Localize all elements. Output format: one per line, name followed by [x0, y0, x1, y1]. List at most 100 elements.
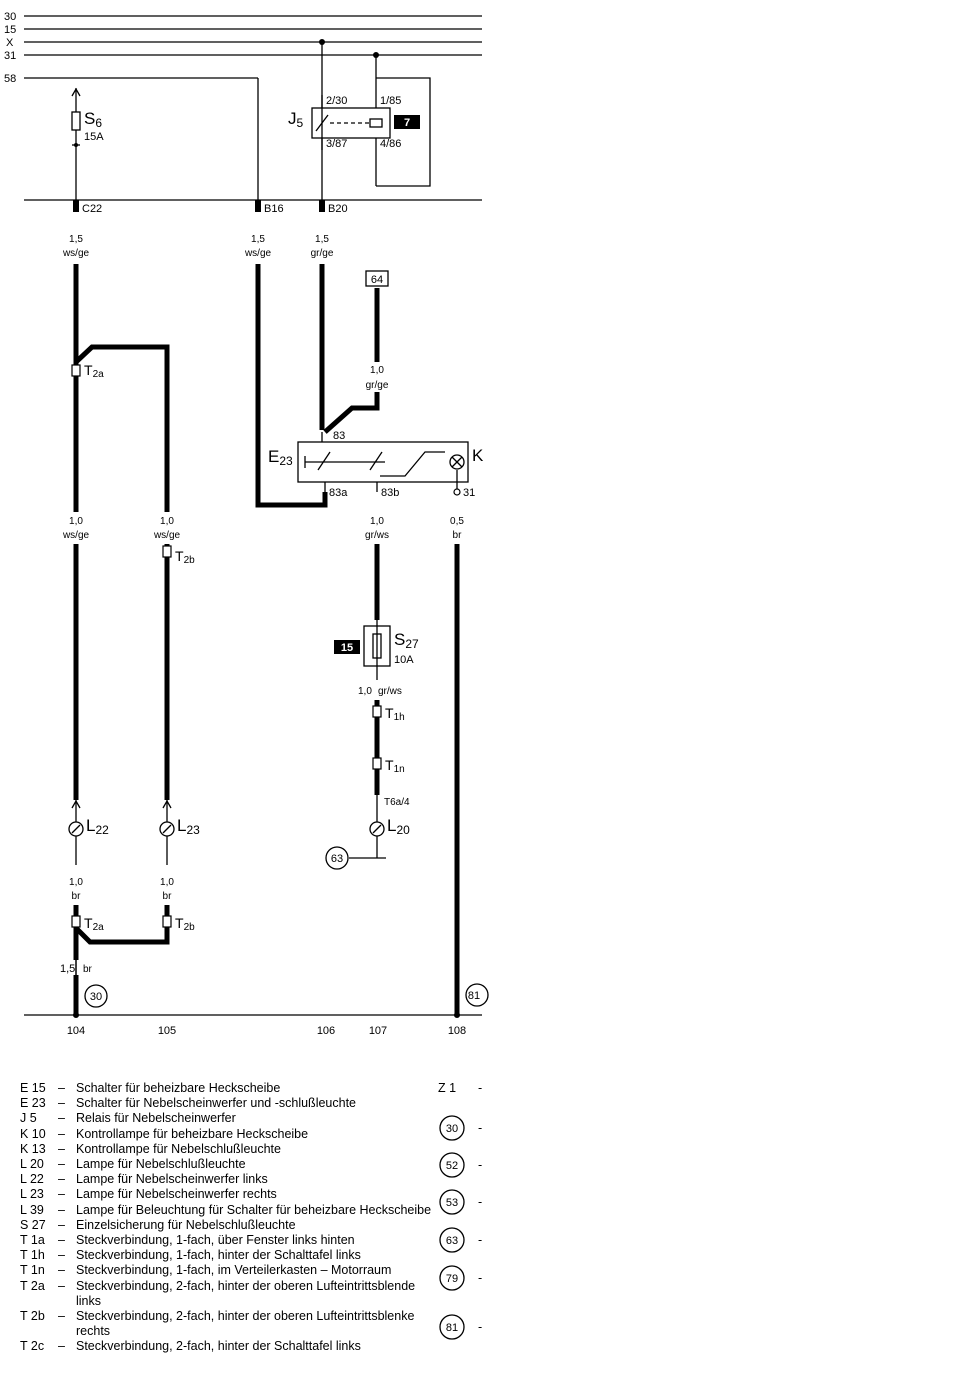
legend-code: T 2a [20, 1278, 45, 1293]
legend-right-column: Z 1 - 30 52 53 63 79 81 - - - - - - [438, 1081, 482, 1340]
connector-t2b-top: T2b [175, 548, 195, 566]
legend-dash: - [478, 1320, 482, 1334]
legend-code: K 10 [20, 1126, 46, 1141]
legend-row: L 22–Lampe für Nebelscheinwerfer links [20, 1172, 440, 1187]
legend-row: T 1a–Steckverbindung, 1-fach, über Fenst… [20, 1233, 440, 1248]
legend-dash: – [58, 1233, 65, 1248]
legend-code: E 23 [20, 1096, 46, 1111]
legend-description: Schalter für beheizbare Heckscheibe [76, 1081, 281, 1095]
track-number: 106 [317, 1025, 335, 1037]
switch-pin-83b: 83b [381, 487, 399, 499]
legend-dash: – [58, 1187, 65, 1202]
legend-description: Kontrollampe für Nebelschlußleuchte [76, 1141, 281, 1156]
wire-color: gr/ws [378, 686, 402, 697]
wire-size: 1,5 [69, 234, 83, 245]
legend-row: K 10–Kontrollampe für beheizbare Hecksch… [20, 1127, 440, 1142]
legend-description: Relais für Nebelscheinwerfer [76, 1111, 236, 1126]
legend-dash: - [478, 1233, 482, 1247]
legend-code: L 22 [20, 1172, 44, 1187]
component-legend: E 15–Schalter für beheizbare Heckscheibe… [20, 1081, 440, 1355]
legend-dash: – [58, 1141, 65, 1156]
legend-dash: – [58, 1339, 65, 1354]
legend-description: Lampe für Nebelschlußleuchte [76, 1157, 246, 1172]
legend-ref-63: 63 [446, 1235, 458, 1247]
legend-row: K 13–Kontrollampe für Nebelschlußleuchte [20, 1142, 440, 1157]
legend-dash: – [58, 1172, 65, 1187]
ground-ref-30 [84, 984, 108, 1008]
wire-color: ws/ge [244, 248, 272, 259]
lamp-l23-label: L23 [177, 816, 200, 837]
legend-dash: – [58, 1309, 65, 1324]
wire-color: gr/ws [365, 530, 389, 541]
relay-pin-1-85: 1/85 [380, 95, 401, 107]
switch-pin-83: 83 [333, 430, 345, 442]
legend-dash: – [58, 1111, 65, 1126]
legend-ref-79: 79 [446, 1273, 458, 1285]
legend-dash: – [58, 1263, 65, 1278]
wire-color: gr/ge [366, 380, 389, 391]
connector-t6a: T6a/4 [384, 797, 410, 808]
legend-dash: - [478, 1158, 482, 1172]
legend-dash: - [478, 1081, 482, 1095]
legend-code: S 27 [20, 1217, 46, 1232]
legend-code: E 15 [20, 1081, 46, 1095]
legend-row: S 27–Einzelsicherung für Nebelschlußleuc… [20, 1218, 440, 1233]
legend-code: T 2c [20, 1339, 45, 1354]
legend-row: J 5–Relais für Nebelscheinwerfer [20, 1111, 440, 1126]
legend-dash: – [58, 1202, 65, 1217]
wire-size: 0,5 [450, 516, 464, 527]
legend-dash: – [58, 1217, 65, 1232]
bus-label-x: X [6, 37, 14, 49]
ref-box-64-label: 64 [371, 274, 383, 286]
legend-row: E 15–Schalter für beheizbare Heckscheibe [20, 1081, 440, 1096]
wire-size: 1,0 [370, 365, 384, 376]
relay-ref-box [394, 115, 420, 129]
legend-ref-30: 30 [446, 1123, 458, 1135]
lamp-l20-label: L20 [387, 816, 410, 837]
switch-pin-83a: 83a [329, 487, 348, 499]
connector-t2a-bottom: T2a [84, 915, 104, 933]
legend-dash: – [58, 1126, 65, 1141]
wire-size: 1,5 [251, 234, 265, 245]
wire-color: gr/ge [311, 248, 334, 259]
legend-description: Steckverbindung, 1-fach, im Verteilerkas… [76, 1263, 392, 1278]
legend-description: Schalter für Nebelscheinwerfer und -schl… [76, 1096, 356, 1111]
connector-b16: B16 [264, 203, 284, 215]
legend-code: T 1n [20, 1263, 45, 1278]
legend-row: T 1n–Steckverbindung, 1-fach, im Verteil… [20, 1263, 440, 1278]
connector-t2a-top: T2a [84, 362, 104, 380]
connector-t1n: T1n [385, 757, 405, 775]
legend-dash: - [478, 1271, 482, 1285]
wire-color: br [453, 530, 463, 541]
legend-ref-52: 52 [446, 1160, 458, 1172]
legend-row: L 20–Lampe für Nebelschlußleuchte [20, 1157, 440, 1172]
legend-description: Steckverbindung, 2-fach, hinter der ober… [76, 1278, 416, 1308]
legend-row: T 2a–Steckverbindung, 2-fach, hinter der… [20, 1279, 440, 1309]
ground-ref-63 [325, 846, 349, 870]
bus-label-58: 58 [4, 73, 16, 85]
track-number: 108 [448, 1025, 466, 1037]
ground-ref-63-label: 63 [331, 853, 343, 865]
legend-ref-81: 81 [446, 1322, 458, 1334]
wire-size: 1,5 [60, 963, 75, 975]
wire-size: 1,0 [69, 877, 83, 888]
legend-dash: – [58, 1248, 65, 1263]
legend-row: L 39–Lampe für Beleuchtung für Schalter … [20, 1203, 440, 1218]
legend-description: Steckverbindung, 1-fach, hinter der Scha… [76, 1248, 361, 1263]
legend-dash: – [58, 1157, 65, 1172]
legend-dash: – [58, 1278, 65, 1293]
legend-row: T 2b–Steckverbindung, 2-fach, hinter der… [20, 1309, 440, 1339]
track-number: 107 [369, 1025, 387, 1037]
ground-ref-81-label: 81 [468, 990, 480, 1002]
connector-c22: C22 [82, 203, 102, 215]
bus-label-15: 15 [4, 24, 16, 36]
track-number: 105 [158, 1025, 176, 1037]
wire-color: br [83, 964, 93, 975]
switch-k-label: K [472, 446, 484, 465]
wire-color: br [72, 891, 82, 902]
wire-color: ws/ge [62, 248, 90, 259]
relay-ref-number: 7 [404, 117, 410, 129]
legend-z1: Z 1 [438, 1081, 456, 1095]
connector-b20: B20 [328, 203, 348, 215]
wire-size: 1,0 [160, 877, 174, 888]
